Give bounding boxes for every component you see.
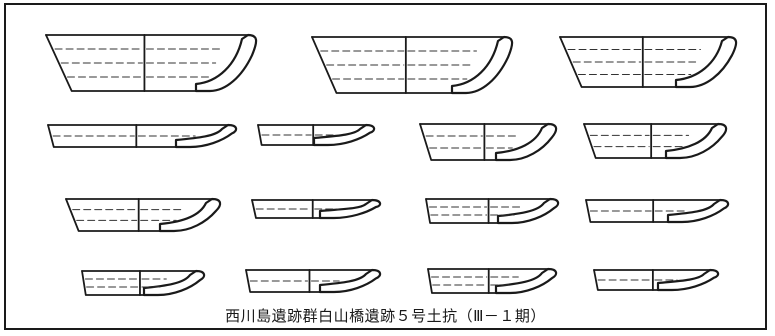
vessel-drawing-11 (585, 198, 730, 224)
vessel-drawing-6 (419, 122, 558, 162)
vessel-drawing-12 (81, 269, 206, 297)
figure-caption: 西川島遺跡群白山橋遺跡５号土抗（Ⅲ－１期） (225, 307, 546, 325)
vessel-drawing-4 (47, 123, 238, 149)
vessel-drawing-13 (245, 268, 382, 294)
vessel-drawing-15 (593, 268, 720, 292)
vessel-drawing-5 (257, 123, 376, 147)
vessel-drawing-9 (251, 198, 382, 220)
vessel-drawing-7 (583, 122, 728, 160)
vessel-drawing-2 (311, 35, 514, 95)
vessel-drawing-14 (427, 267, 558, 295)
vessel-drawing-1 (45, 33, 258, 93)
figure-frame: 西川島遺跡群白山橋遺跡５号土抗（Ⅲ－１期） (4, 3, 767, 330)
vessel-drawing-8 (65, 197, 222, 233)
pottery-drawings (45, 33, 738, 297)
vessel-drawing-10 (425, 197, 560, 225)
vessel-drawing-3 (559, 35, 738, 89)
